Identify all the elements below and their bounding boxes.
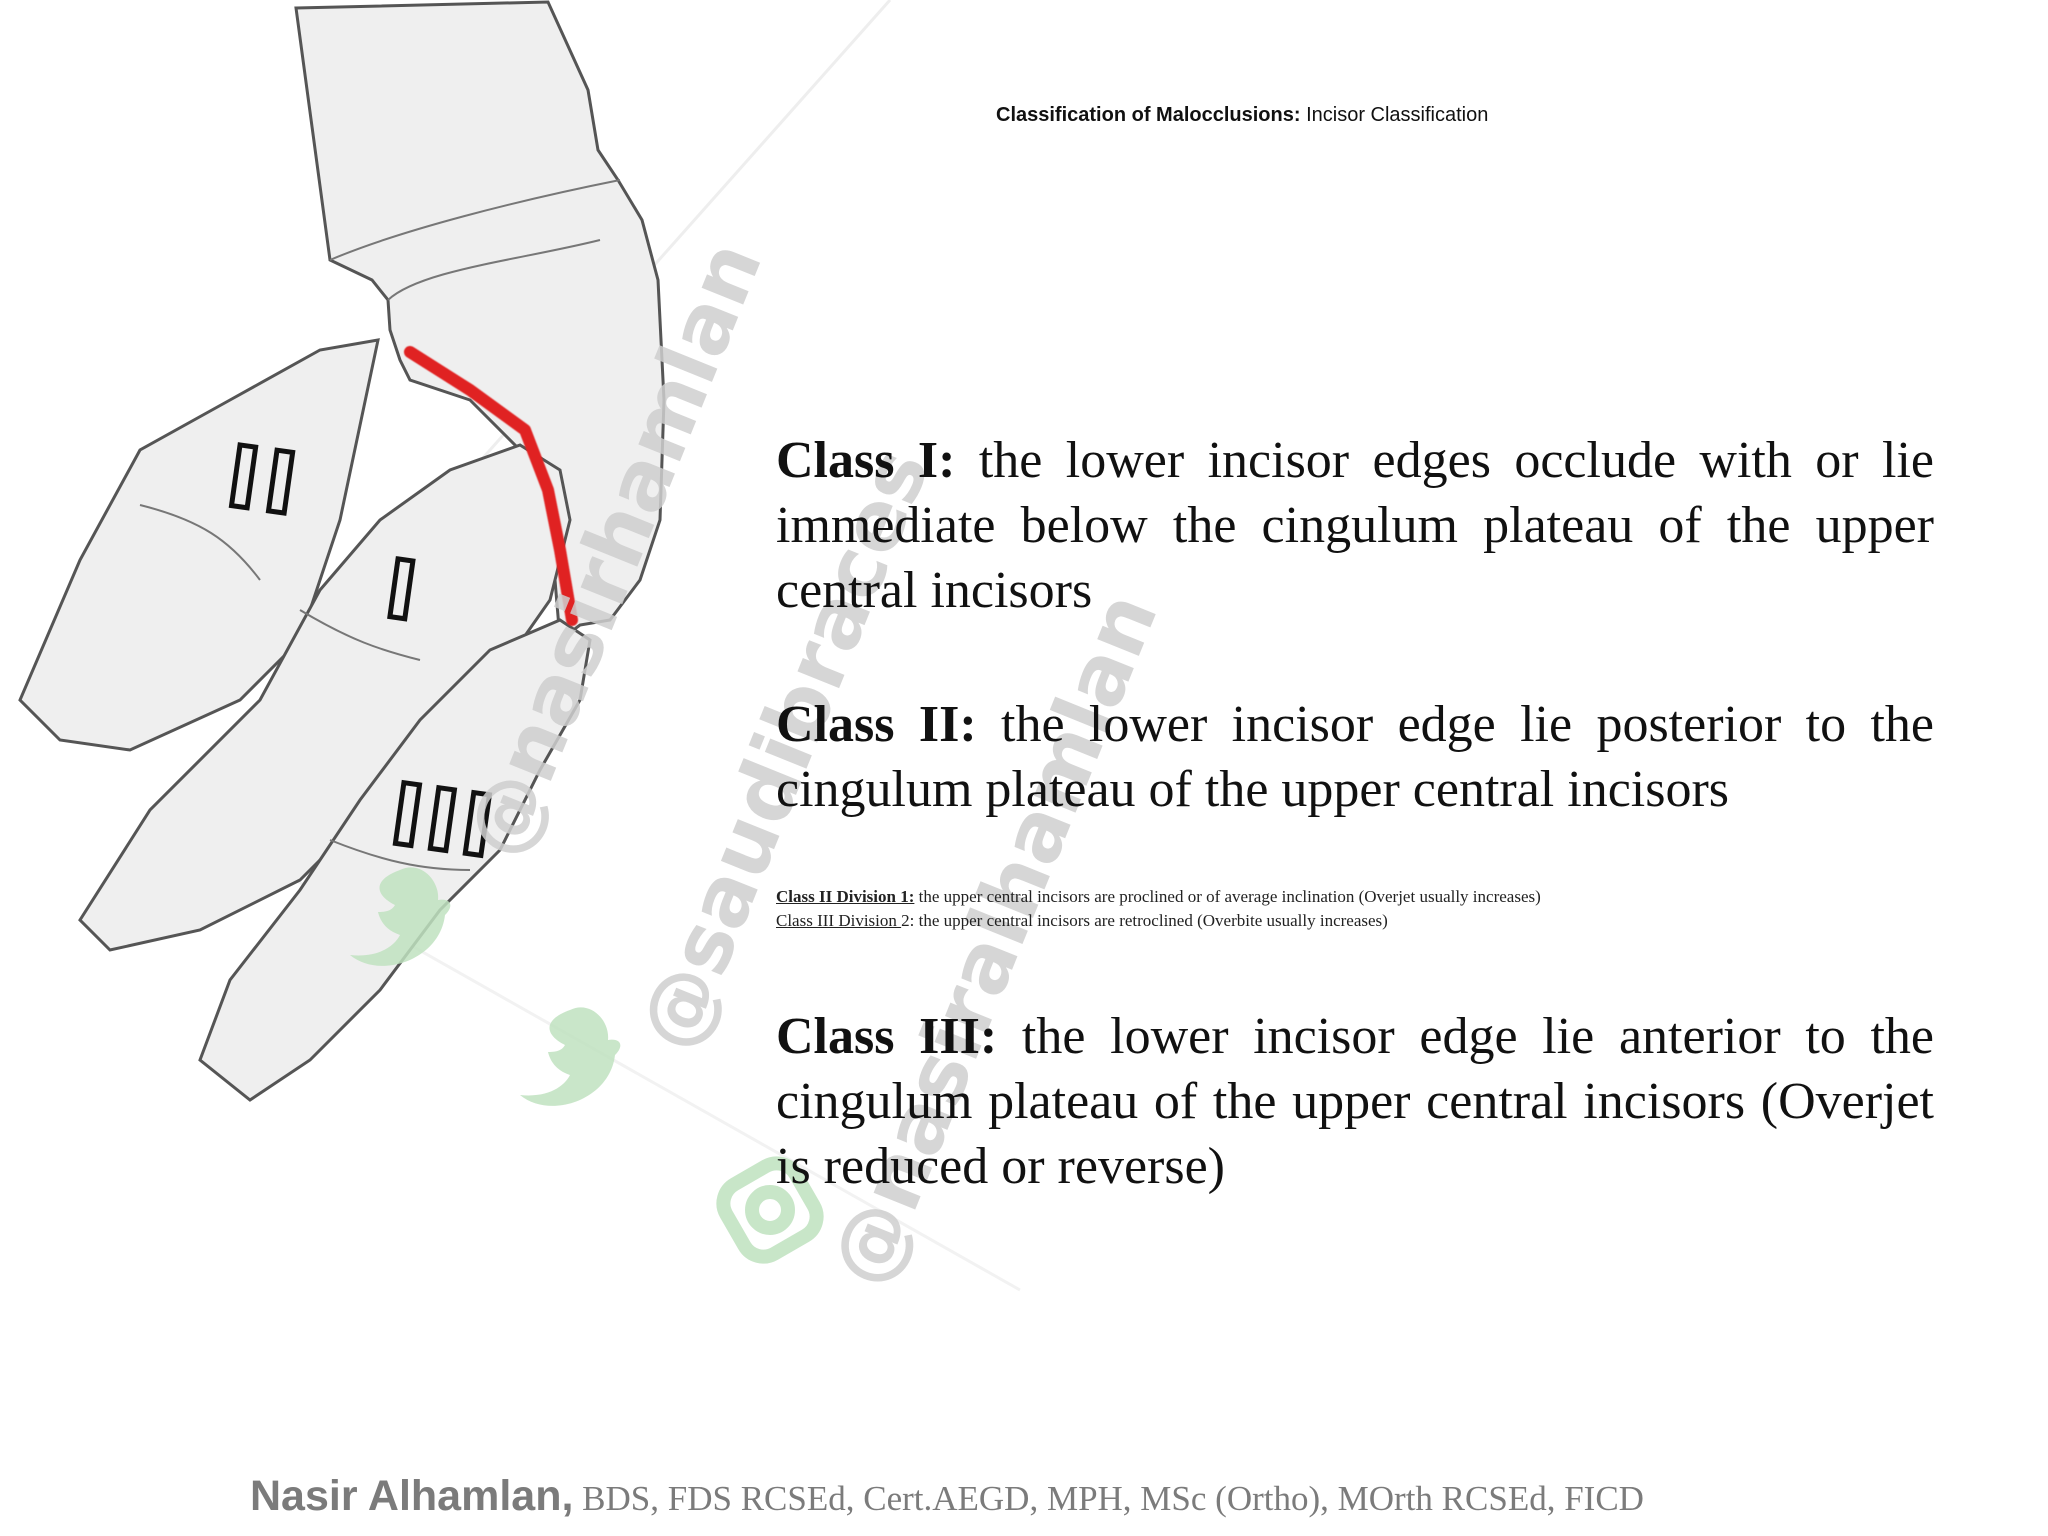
division-1-label: Class II Division 1: [776, 887, 915, 906]
class-ii-text: the lower incisor edge lie posterior to … [776, 696, 1935, 818]
author-footer: Nasir Alhamlan, BDS, FDS RCSEd, Cert.AEG… [250, 1472, 1644, 1521]
class-iii-label: Class III: [776, 1008, 998, 1065]
division-note: Class III Division 2: the upper central … [776, 909, 1541, 933]
class-i-label: Class I: [776, 432, 956, 489]
author-credentials: BDS, FDS RCSEd, Cert.AEGD, MPH, MSc (Ort… [573, 1479, 1644, 1518]
class-iii-numeral: III [385, 765, 503, 877]
author-name: Nasir Alhamlan, [250, 1472, 574, 1520]
instagram-icon [716, 1156, 824, 1264]
slide-title: Classification of Malocclusions: Incisor… [996, 104, 1488, 127]
class-iii-definition: Class III: the lower incisor edge lie an… [776, 1004, 1934, 1199]
class-i-definition: Class I: the lower incisor edges occlude… [776, 428, 1934, 623]
cingulum-line [404, 346, 578, 626]
class-ii-definition: Class II: the lower incisor edge lie pos… [776, 692, 1934, 822]
upper-incisor-shape [294, 0, 666, 643]
class-ii-label: Class II: [776, 696, 977, 753]
class-i-text: the lower incisor edges occlude with or … [776, 432, 1934, 619]
division-2-label: Class III Division [776, 911, 902, 930]
division-2-text: 2: the upper central incisors are retroc… [901, 911, 1388, 930]
division-note: Class II Division 1: the upper central i… [776, 885, 1541, 909]
division-notes: Class II Division 1: the upper central i… [776, 885, 1541, 933]
division-1-text: the upper central incisors are proclined… [914, 887, 1541, 906]
class-iii-text: the lower incisor edge lie anterior to t… [776, 1008, 1935, 1195]
class-iii-tooth-shape [198, 618, 592, 1102]
slide-title-bold: Classification of Malocclusions: [996, 104, 1301, 126]
twitter-icon [350, 867, 621, 1106]
class-ii-numeral: II [221, 427, 308, 534]
slide-title-rest: Incisor Classification [1300, 104, 1489, 126]
